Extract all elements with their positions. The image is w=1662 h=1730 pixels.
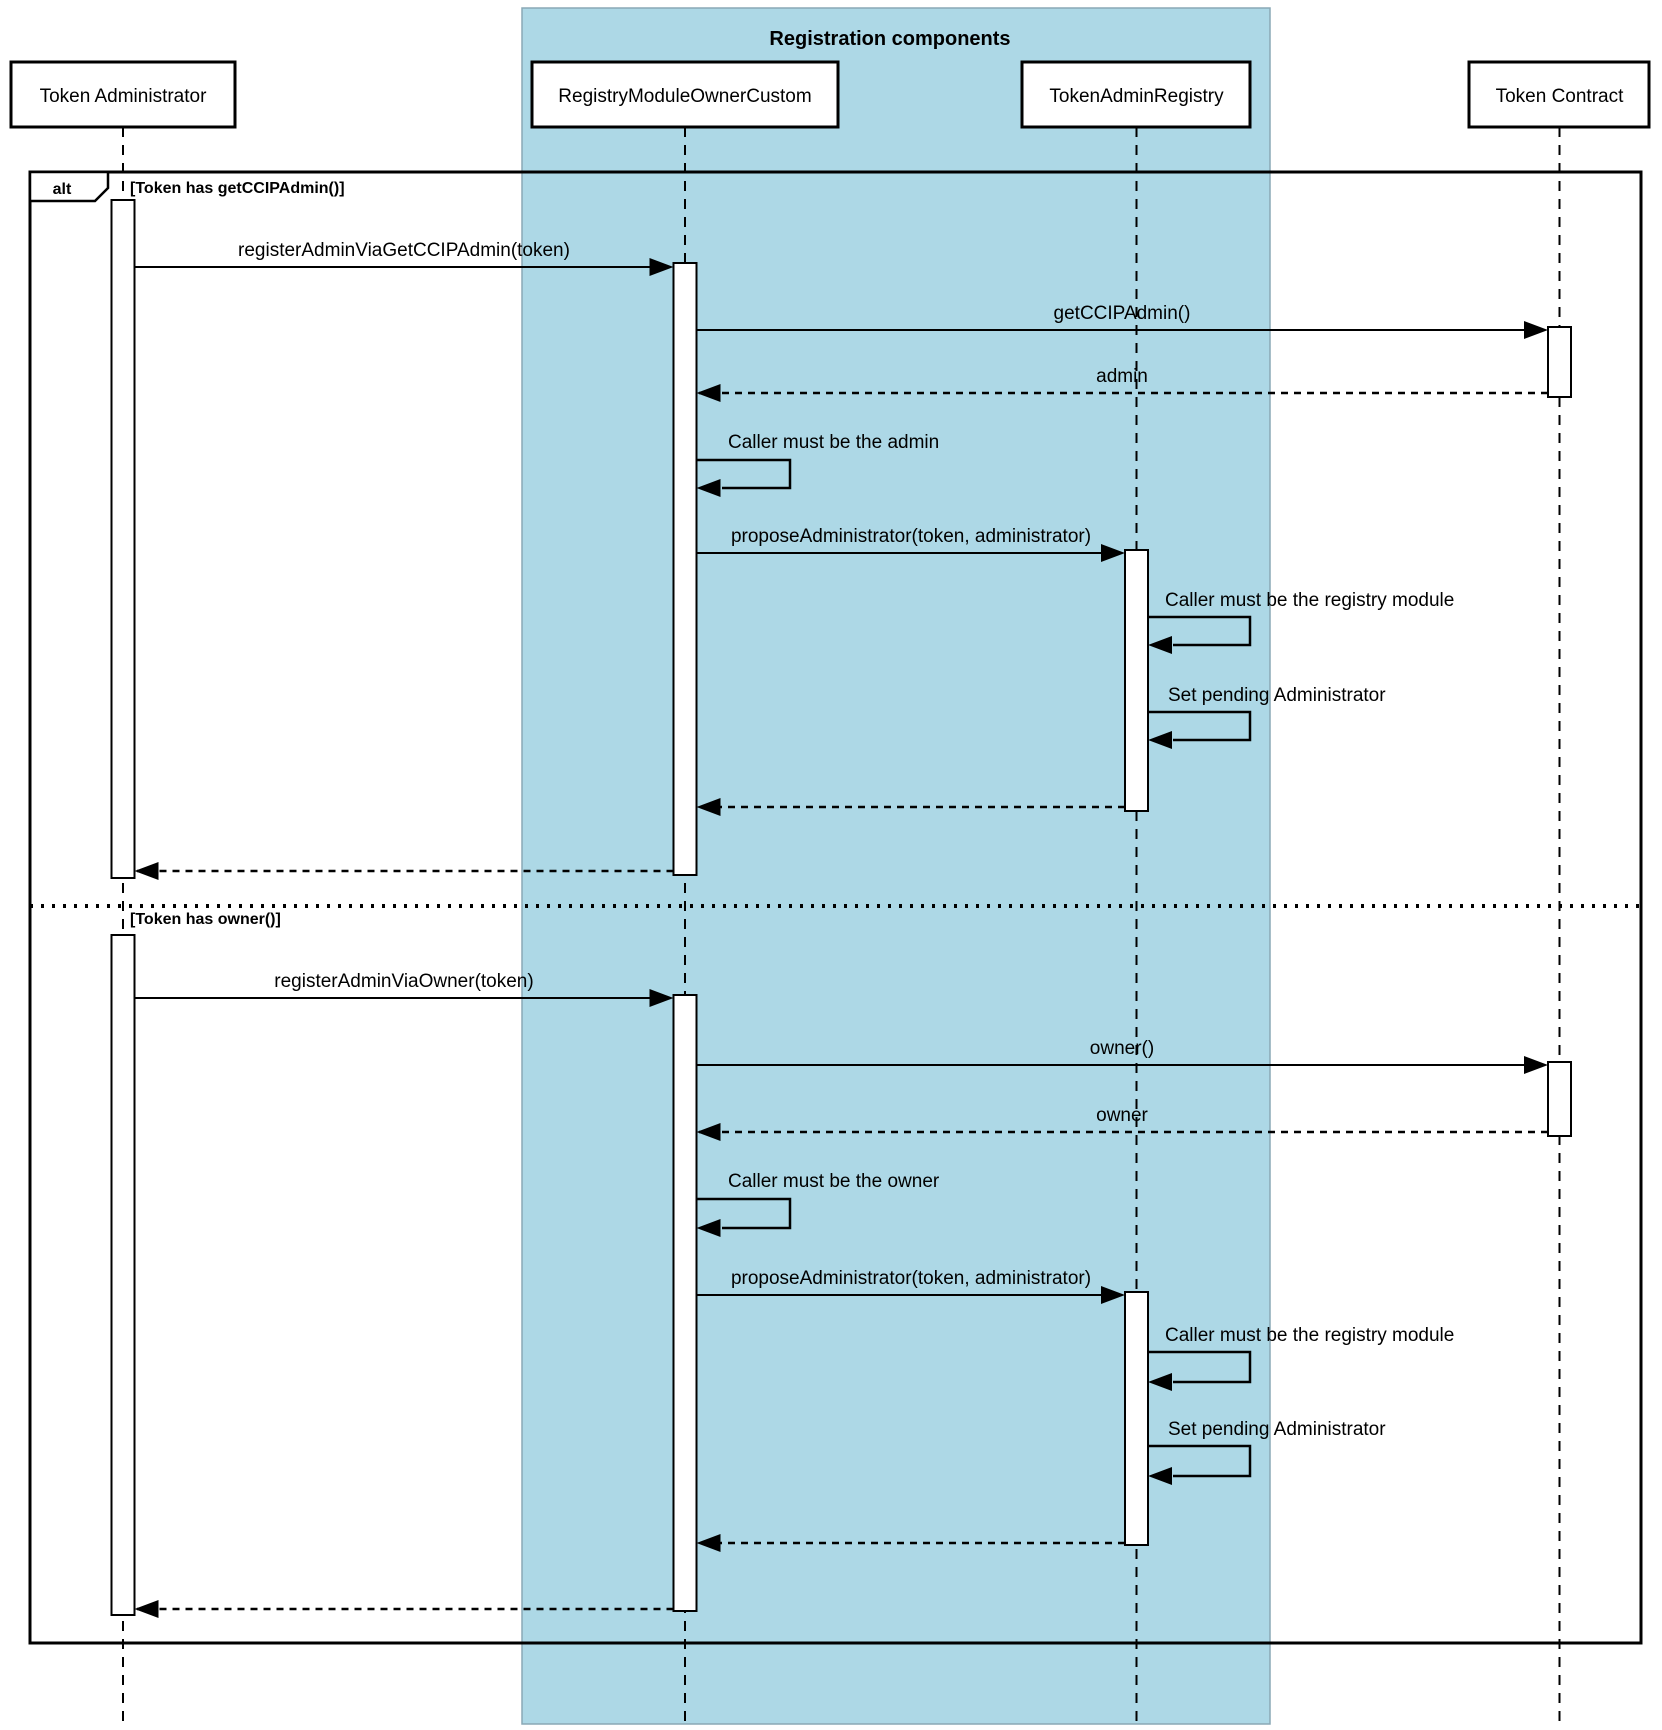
participant-token-admin-registry: TokenAdminRegistry bbox=[1020, 60, 1252, 129]
arrowhead-left-icon bbox=[1148, 1373, 1172, 1391]
arrowhead-left-icon bbox=[696, 384, 721, 402]
self-message-line bbox=[697, 458, 792, 490]
participant-box bbox=[1467, 60, 1651, 129]
self-message-line bbox=[1148, 615, 1252, 647]
alt-operator-pentagon bbox=[28, 170, 110, 203]
registration-components-group: Registration components bbox=[521, 7, 1271, 1725]
message-admin-return: admin bbox=[696, 366, 1548, 402]
activation-bars bbox=[110, 199, 1572, 1616]
participant-box bbox=[1020, 60, 1252, 129]
arrowhead-left-icon bbox=[1148, 731, 1172, 749]
alt-operator-label: alt bbox=[53, 181, 72, 198]
message-caller-must-be-owner-self: Caller must be the owner bbox=[696, 1171, 940, 1237]
participant-token-administrator: Token Administrator bbox=[9, 60, 237, 129]
arrowhead-right-icon bbox=[649, 989, 674, 1007]
activation-token-admin-registry-1 bbox=[1124, 549, 1149, 812]
activation-token-contract-2 bbox=[1547, 1061, 1572, 1137]
arrowhead-left-icon bbox=[696, 1219, 721, 1237]
message-label: Caller must be the registry module bbox=[1165, 590, 1454, 611]
participant-box bbox=[9, 60, 237, 129]
arrowhead-right-icon bbox=[1524, 1056, 1548, 1074]
message-caller-must-be-registry-module-1: Caller must be the registry module bbox=[1148, 590, 1454, 654]
arrowhead-left-icon bbox=[1148, 1467, 1172, 1485]
message-register-admin-via-getccipadmin: registerAdminViaGetCCIPAdmin(token) bbox=[134, 240, 674, 276]
message-owner-return: owner bbox=[696, 1105, 1548, 1141]
arrowhead-right-icon bbox=[1524, 321, 1548, 339]
participant-name: Token Administrator bbox=[40, 86, 208, 107]
activation-registry-module-1 bbox=[672, 262, 698, 876]
arrowhead-left-icon bbox=[696, 798, 721, 816]
participant-token-contract: Token Contract bbox=[1467, 60, 1651, 129]
activation-token-admin-registry-2 bbox=[1124, 1291, 1149, 1546]
message-caller-must-be-admin-self: Caller must be the admin bbox=[696, 432, 939, 497]
participant-registry-module-owner-custom: RegistryModuleOwnerCustom bbox=[530, 60, 840, 129]
participant-name: TokenAdminRegistry bbox=[1049, 86, 1224, 107]
self-message-line bbox=[697, 1197, 792, 1230]
message-label: registerAdminViaGetCCIPAdmin(token) bbox=[238, 240, 570, 261]
arrowhead-left-icon bbox=[696, 479, 721, 497]
message-set-pending-administrator-1: Set pending Administrator bbox=[1148, 685, 1386, 749]
message-label: Caller must be the admin bbox=[728, 432, 939, 453]
activation-registry-module-2 bbox=[672, 994, 698, 1612]
return-registry-to-module-1 bbox=[696, 798, 1125, 816]
message-label: proposeAdministrator(token, administrato… bbox=[731, 1268, 1091, 1289]
message-propose-administrator-1: proposeAdministrator(token, administrato… bbox=[696, 526, 1125, 562]
participant-name: RegistryModuleOwnerCustom bbox=[558, 86, 811, 107]
message-getccipadmin-call: getCCIPAdmin() bbox=[696, 303, 1548, 339]
message-owner-call: owner() bbox=[696, 1038, 1548, 1074]
return-registry-to-module-2 bbox=[696, 1534, 1125, 1552]
message-label: getCCIPAdmin() bbox=[1054, 303, 1191, 324]
message-label: Set pending Administrator bbox=[1168, 1419, 1386, 1440]
alt-condition-1: [Token has getCCIPAdmin()] bbox=[130, 180, 345, 197]
message-caller-must-be-registry-module-2: Caller must be the registry module bbox=[1148, 1325, 1454, 1391]
arrowhead-left-icon bbox=[134, 1600, 159, 1618]
self-message-line bbox=[1148, 1350, 1252, 1384]
message-label: owner() bbox=[1090, 1038, 1154, 1059]
group-highlight-rect bbox=[521, 7, 1271, 1725]
message-propose-administrator-2: proposeAdministrator(token, administrato… bbox=[696, 1268, 1125, 1304]
message-label: registerAdminViaOwner(token) bbox=[274, 971, 533, 992]
participant-box bbox=[530, 60, 840, 129]
message-label: owner bbox=[1096, 1105, 1148, 1126]
message-label: proposeAdministrator(token, administrato… bbox=[731, 526, 1091, 547]
arrowhead-left-icon bbox=[696, 1534, 721, 1552]
message-label: Caller must be the owner bbox=[728, 1171, 940, 1192]
message-label: Set pending Administrator bbox=[1168, 685, 1386, 706]
activation-token-administrator-2 bbox=[110, 934, 136, 1616]
message-label: admin bbox=[1096, 366, 1148, 387]
arrowhead-right-icon bbox=[1101, 1286, 1125, 1304]
arrowhead-left-icon bbox=[134, 862, 159, 880]
participant-name: Token Contract bbox=[1496, 86, 1625, 107]
return-module-to-administrator-1 bbox=[134, 862, 674, 880]
message-label: Caller must be the registry module bbox=[1165, 1325, 1454, 1346]
self-message-line bbox=[1148, 1444, 1252, 1478]
arrowhead-left-icon bbox=[696, 1123, 721, 1141]
group-title: Registration components bbox=[769, 28, 1010, 50]
arrowhead-left-icon bbox=[1148, 636, 1172, 654]
activation-token-administrator-1 bbox=[110, 199, 136, 879]
self-message-line bbox=[1148, 710, 1252, 742]
message-register-admin-via-owner: registerAdminViaOwner(token) bbox=[134, 971, 674, 1007]
alt-condition-2: [Token has owner()] bbox=[130, 911, 281, 928]
arrowhead-right-icon bbox=[1101, 544, 1125, 562]
return-module-to-administrator-2 bbox=[134, 1600, 674, 1618]
message-set-pending-administrator-2: Set pending Administrator bbox=[1148, 1419, 1386, 1485]
arrowhead-right-icon bbox=[649, 258, 674, 276]
activation-token-contract-1 bbox=[1547, 326, 1572, 398]
lifelines bbox=[122, 127, 1561, 1722]
alt-frame: alt [Token has getCCIPAdmin()] [Token ha… bbox=[28, 170, 1643, 1645]
